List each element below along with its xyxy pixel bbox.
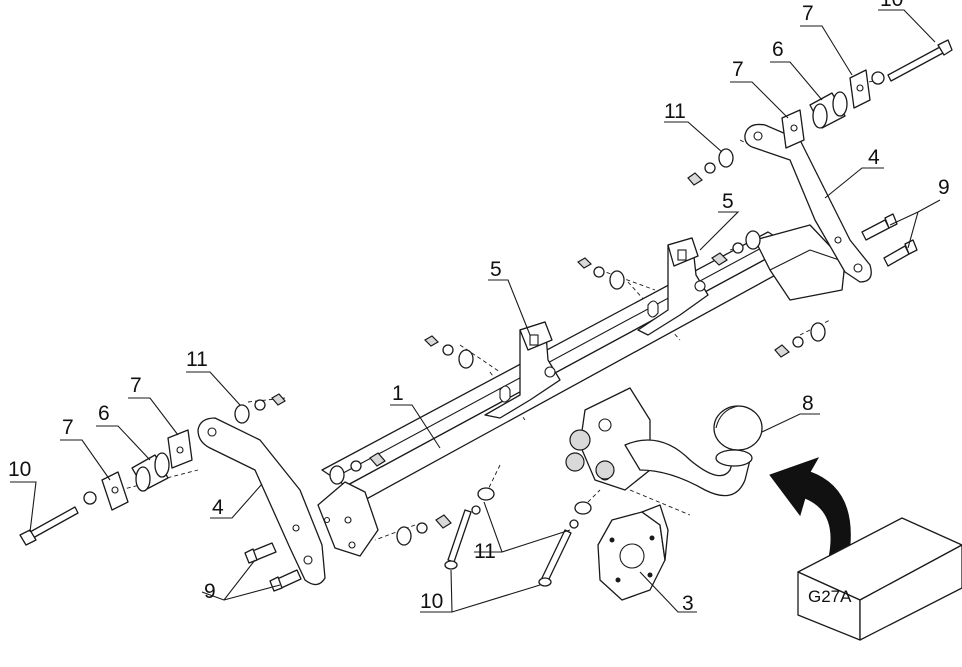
long-bolt-left [19, 491, 97, 546]
callout-6-left: 6 [98, 402, 110, 425]
callout-8: 8 [802, 392, 814, 415]
plate-right-outer [849, 69, 871, 109]
neck-mounting-plate [565, 387, 651, 491]
callout-7-left-a: 7 [62, 416, 74, 439]
plate-left-outer [101, 471, 129, 511]
long-bolt-right [871, 39, 953, 85]
side-arm-right [744, 123, 872, 283]
callout-5-right: 5 [722, 190, 734, 213]
short-bolt-left-a [244, 542, 277, 564]
callout-1: 1 [392, 382, 404, 405]
plate-left-inner [167, 429, 193, 469]
short-bolt-left-b [269, 569, 302, 592]
callout-11-bottom: 11 [474, 540, 496, 563]
callout-5-left: 5 [490, 258, 502, 281]
orientation-arrow [769, 457, 851, 563]
spacer-left [131, 452, 170, 492]
short-bolt-right-a [861, 213, 898, 241]
short-bolt-right-b [883, 239, 918, 267]
callout-6-right: 6 [772, 38, 784, 61]
callout-7-right-b: 7 [802, 2, 814, 25]
spacer-right [809, 91, 848, 129]
callout-10-left: 10 [8, 458, 31, 481]
mounting-bracket-left [484, 321, 561, 419]
callout-numbers: 1 3 4 4 5 5 6 6 7 7 7 7 8 9 9 10 10 10 1… [8, 0, 950, 615]
long-bolt-bottom-left [444, 509, 472, 570]
callout-10-right: 10 [880, 0, 903, 11]
model-box-label: G27A [808, 587, 852, 606]
side-arm-left [197, 417, 326, 586]
callout-7-left-b: 7 [130, 374, 142, 397]
callout-11-left: 11 [186, 348, 208, 371]
callout-9-left: 9 [204, 580, 216, 603]
callout-11-right: 11 [664, 100, 686, 123]
mounting-bracket-right [637, 237, 709, 336]
tow-ball-neck [624, 405, 763, 497]
callout-7-right-a: 7 [732, 58, 744, 81]
long-bolt-bottom-right [538, 529, 572, 587]
callout-9-right: 9 [938, 176, 950, 199]
socket-plate [597, 504, 669, 601]
callout-4-left: 4 [212, 496, 224, 519]
nuts-and-washers [234, 148, 826, 546]
model-box: G27A [797, 517, 962, 641]
plate-right-inner [781, 109, 805, 149]
callout-leaders [10, 9, 941, 613]
callout-3: 3 [682, 592, 694, 615]
callout-10-bottom: 10 [420, 590, 443, 613]
callout-4-right: 4 [868, 146, 880, 169]
